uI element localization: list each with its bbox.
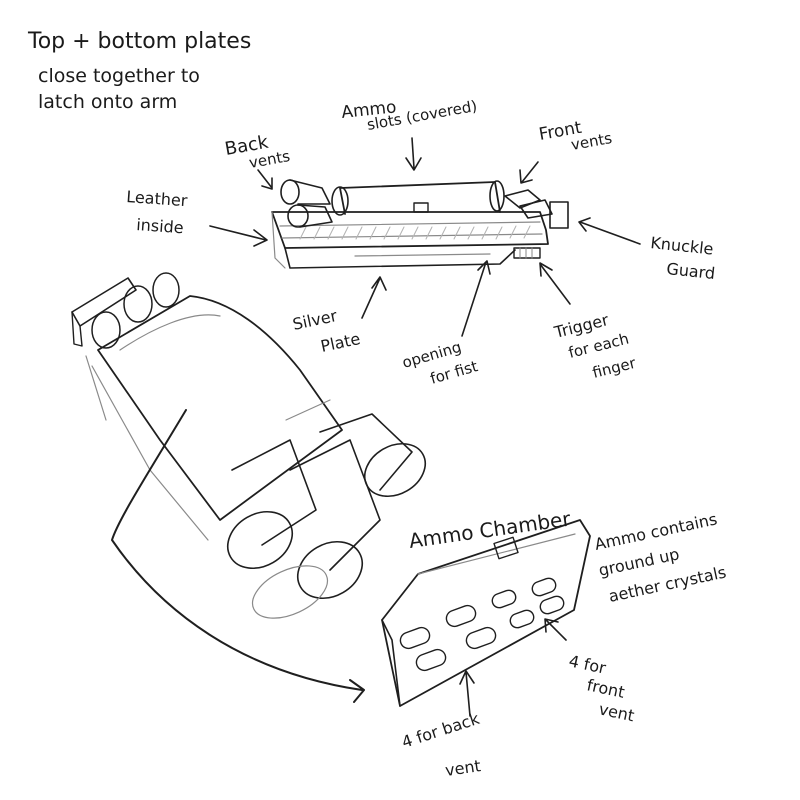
- arrow-silver: [361, 276, 387, 319]
- label-contains-1: Ammo contains: [593, 509, 719, 554]
- label-knuckle-1: Knuckle: [650, 233, 715, 258]
- ammo-chamber-view: [381, 519, 591, 707]
- label-silver-1: Silver: [291, 306, 339, 334]
- label-trigger-3: finger: [591, 354, 639, 382]
- arrow-back4: [459, 670, 475, 717]
- notes-line-1: close together to: [38, 65, 200, 87]
- label-back4-2: vent: [444, 756, 482, 780]
- label-leather-2: inside: [136, 215, 185, 237]
- label-silver-2: Plate: [319, 329, 362, 356]
- arrow-front4: [544, 618, 567, 641]
- label-front4-3: vent: [597, 699, 636, 725]
- label-leather-1: Leather: [126, 187, 189, 210]
- label-front4-2: front: [585, 675, 626, 701]
- notes-title: Top + bottom plates: [27, 29, 251, 54]
- arrow-leather: [209, 225, 268, 247]
- arrow-to-chamber: [111, 409, 365, 703]
- gauntlet-side-view: [271, 179, 569, 269]
- label-ammo-chamber: Ammo Chamber: [407, 506, 572, 553]
- notes-line-2: latch onto arm: [38, 91, 177, 113]
- arrow-knuckle: [578, 217, 641, 245]
- gauntlet-perspective-view: [71, 272, 426, 619]
- arrow-opening: [461, 260, 491, 337]
- label-knuckle-2: Guard: [666, 259, 717, 283]
- arrow-ammo-slots: [405, 137, 422, 171]
- label-front4-1: 4 for: [567, 651, 608, 677]
- arrow-front-vents: [519, 161, 539, 184]
- arrow-trigger: [539, 262, 571, 305]
- arrow-back-vents: [257, 169, 273, 190]
